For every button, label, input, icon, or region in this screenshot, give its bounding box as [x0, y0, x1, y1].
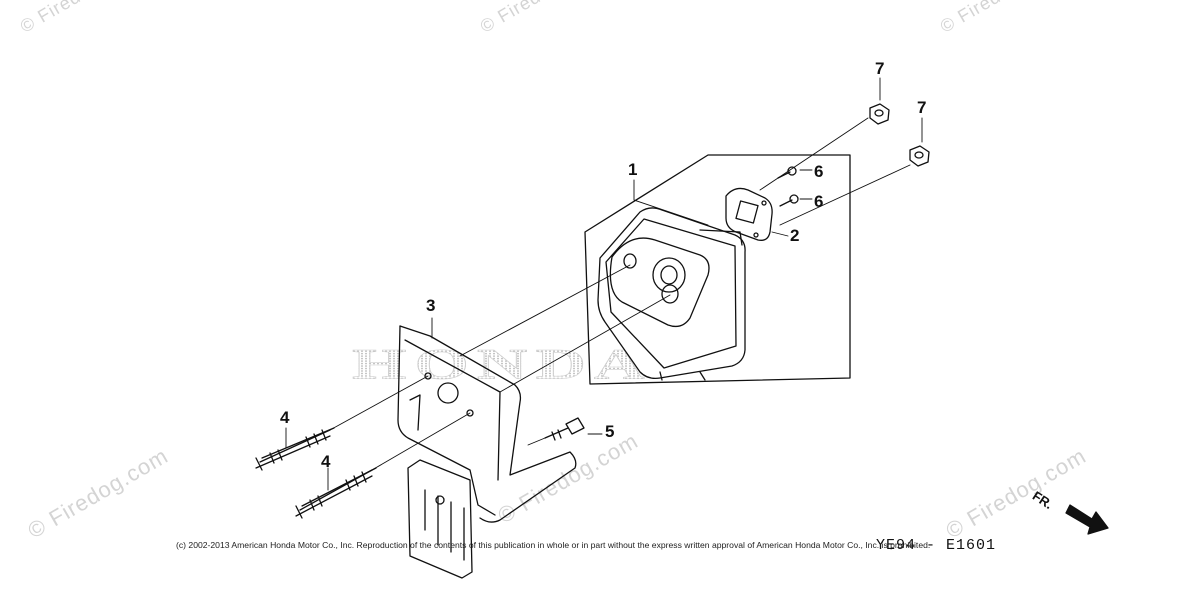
leader-lines — [285, 77, 923, 491]
part-1-frame — [584, 154, 851, 385]
callout-part-5: 5 — [605, 422, 615, 441]
callout-part-4-lower: 4 — [321, 452, 331, 471]
screw-6-lower — [779, 194, 799, 207]
callout-part-3: 3 — [426, 296, 436, 315]
diagram-code: YE94 - E1601 — [876, 537, 997, 554]
callout-part-6-lower: 6 — [814, 192, 824, 211]
muffler-body — [597, 207, 746, 381]
callout-part-2: 2 — [790, 226, 800, 245]
callout-part-1: 1 — [628, 160, 638, 179]
callout-part-4-upper: 4 — [280, 408, 290, 427]
honda-brand-watermark: HONDA — [352, 340, 653, 389]
nut-7-right — [909, 145, 930, 167]
callout-part-6-upper: 6 — [814, 162, 824, 181]
front-arrow-icon — [1065, 504, 1109, 535]
callout-part-7-left: 7 — [875, 59, 885, 78]
copyright-notice: (c) 2002-2013 American Honda Motor Co., … — [176, 540, 931, 550]
bolt-5 — [544, 417, 585, 441]
muffler-gasket — [725, 187, 773, 241]
callout-part-7-right: 7 — [917, 98, 927, 117]
stud-bolt-4-upper — [255, 427, 335, 471]
nut-7-left — [869, 103, 890, 125]
stud-bolt-4-lower — [295, 467, 377, 519]
muffler-protector — [397, 325, 577, 579]
